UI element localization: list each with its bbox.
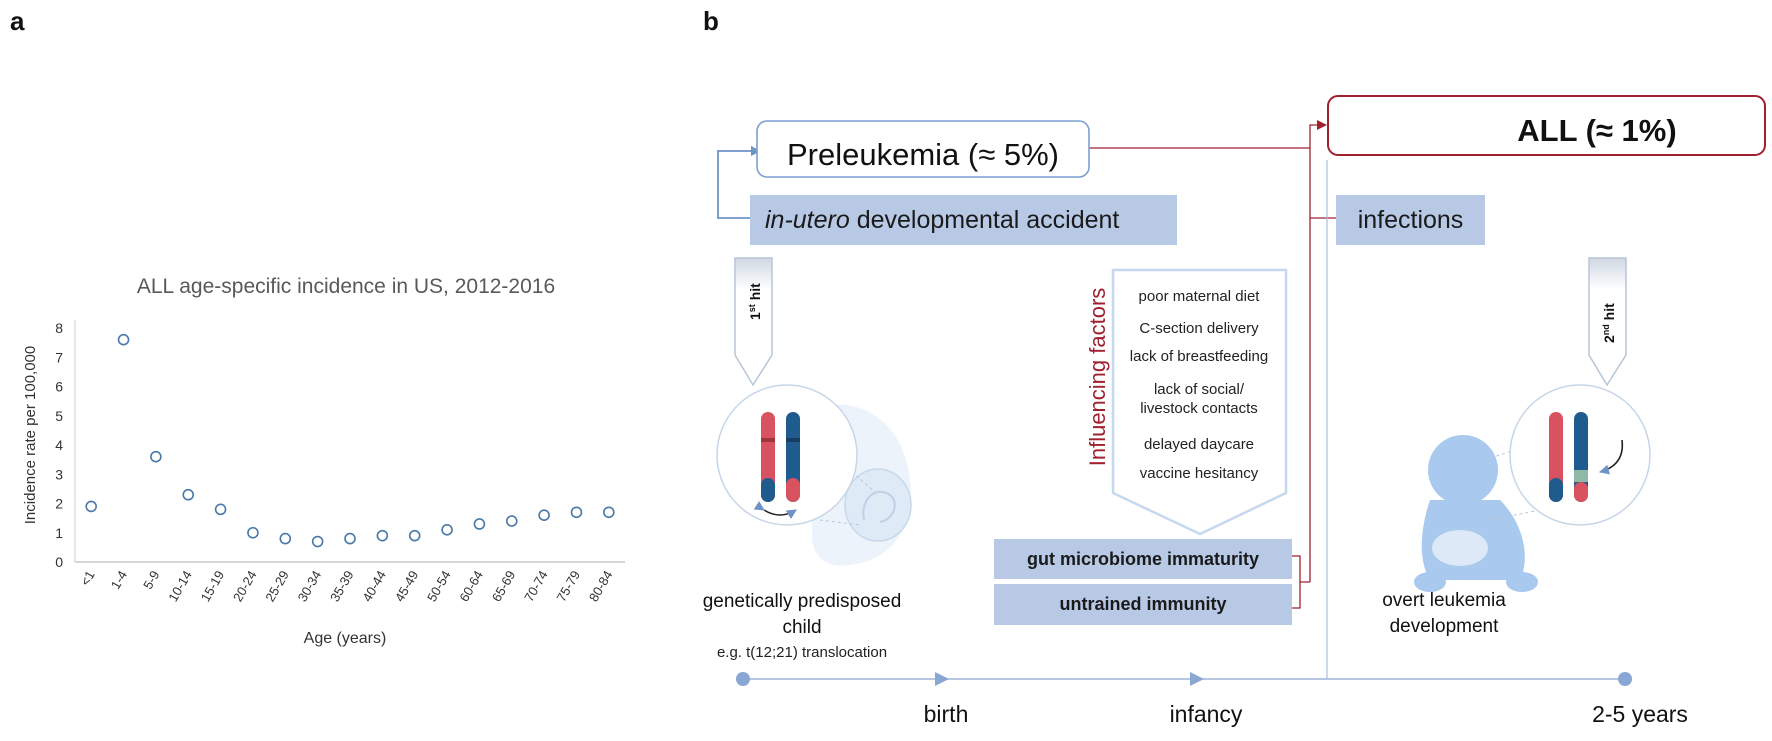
factor-6: vaccine hesitancy — [1140, 465, 1259, 482]
y-tick-label: 0 — [55, 554, 63, 570]
untrained-immunity-box: untrained immunity — [994, 584, 1292, 625]
child-caption-line2: child — [782, 617, 821, 638]
data-point — [538, 509, 550, 522]
data-point — [505, 515, 518, 527]
y-tick-label: 3 — [55, 466, 63, 482]
data-point — [182, 488, 195, 501]
y-tick-label: 5 — [55, 408, 63, 424]
y-tick-label: 4 — [55, 437, 63, 453]
chromosome-pair-1 — [761, 412, 800, 502]
factor-1: poor maternal diet — [1139, 288, 1261, 305]
red-riser-line — [1309, 120, 1327, 582]
timeline-birth: birth — [924, 701, 969, 727]
data-point — [376, 529, 389, 542]
zoom-line-2 — [819, 519, 861, 526]
first-hit-label: 1st hit — [747, 283, 763, 320]
infections-box: infections — [1336, 195, 1485, 245]
bracket-connector — [1292, 555, 1310, 609]
second-hit-num: 2 — [1601, 335, 1617, 343]
in-utero-box: in-utero developmental accident — [750, 195, 1177, 245]
in-utero-loop-arrow — [717, 146, 761, 219]
y-tick-label: 8 — [55, 320, 63, 336]
infections-label: infections — [1357, 206, 1464, 234]
data-point — [408, 529, 421, 542]
toddler-silhouette — [1414, 435, 1538, 592]
preleukemia-box — [756, 120, 1090, 178]
data-point — [603, 506, 615, 519]
influencing-factors-title: Influencing factors — [1085, 288, 1110, 467]
second-hit-banner — [1588, 257, 1627, 387]
all-box — [1327, 95, 1766, 156]
overt-caption-line1: overt leukemia — [1382, 590, 1506, 611]
timeline-2-5-years: 2-5 years — [1592, 701, 1688, 727]
x-tick-label: <1 — [77, 568, 97, 588]
data-point — [150, 450, 162, 463]
preleukemia-label: Preleukemia (≈ 5%) — [787, 137, 1059, 172]
second-hit-word: hit — [1601, 303, 1617, 324]
data-point — [344, 532, 356, 545]
data-point — [441, 524, 453, 536]
timeline-infancy-arrow — [1190, 672, 1204, 686]
data-point — [85, 500, 97, 513]
y-axis-label: Incidence rate per 100,000 — [22, 346, 39, 524]
y-tick-label: 6 — [55, 379, 63, 395]
y-tick-label: 2 — [55, 496, 63, 512]
factors-box — [1111, 268, 1288, 536]
gut-microbiome-label: gut microbiome immaturity — [1026, 549, 1260, 569]
timeline-birth-arrow — [935, 672, 949, 686]
swap-arrow-icon — [753, 500, 797, 520]
timeline-infancy: infancy — [1170, 701, 1243, 727]
zoom-line-4 — [1489, 509, 1541, 521]
in-utero-rest: developmental accident — [849, 206, 1120, 234]
first-hit-num: 1 — [747, 312, 763, 320]
data-point — [311, 535, 324, 548]
x-axis-label: Age (years) — [304, 630, 387, 647]
timeline-start-dot — [736, 672, 750, 686]
in-utero-italic: in-utero — [765, 206, 850, 234]
data-point — [473, 518, 486, 530]
factor-4a: lack of social/ — [1154, 381, 1245, 398]
data-point — [570, 506, 583, 519]
first-hit-banner — [734, 257, 773, 387]
data-point — [117, 333, 130, 346]
deletion-arrow-icon — [1599, 439, 1624, 475]
data-point — [214, 503, 227, 516]
first-hit-sup: st — [747, 304, 757, 312]
data-point — [279, 532, 292, 545]
all-label: ALL (≈ 1%) — [1517, 113, 1676, 148]
panel-a-label: a — [10, 6, 25, 36]
factor-5: delayed daycare — [1144, 436, 1254, 453]
child-caption-line1: genetically predisposed — [703, 591, 902, 612]
incidence-chart: ALL age-specific incidence in US, 2012-2… — [22, 275, 625, 647]
y-tick-label: 1 — [55, 525, 63, 541]
child-caption-sub: e.g. t(12;21) translocation — [717, 644, 887, 661]
factor-3: lack of breastfeeding — [1130, 348, 1268, 365]
chromosome-pair-2 — [1549, 412, 1588, 502]
second-hit-label: 2nd hit — [1601, 303, 1617, 343]
overt-caption-line2: development — [1390, 616, 1500, 637]
factor-2: C-section delivery — [1139, 320, 1259, 337]
data-point — [247, 526, 259, 539]
timeline-end-dot — [1618, 672, 1632, 686]
panel-b-label: b — [703, 6, 719, 36]
untrained-immunity-label: untrained immunity — [1059, 594, 1227, 614]
factor-4b: livestock contacts — [1140, 400, 1258, 417]
first-hit-word: hit — [747, 283, 763, 304]
chart-title: ALL age-specific incidence in US, 2012-2… — [137, 275, 555, 298]
second-hit-sup: nd — [1601, 324, 1611, 335]
y-tick-label: 7 — [55, 349, 63, 365]
gut-microbiome-box: gut microbiome immaturity — [994, 539, 1292, 579]
